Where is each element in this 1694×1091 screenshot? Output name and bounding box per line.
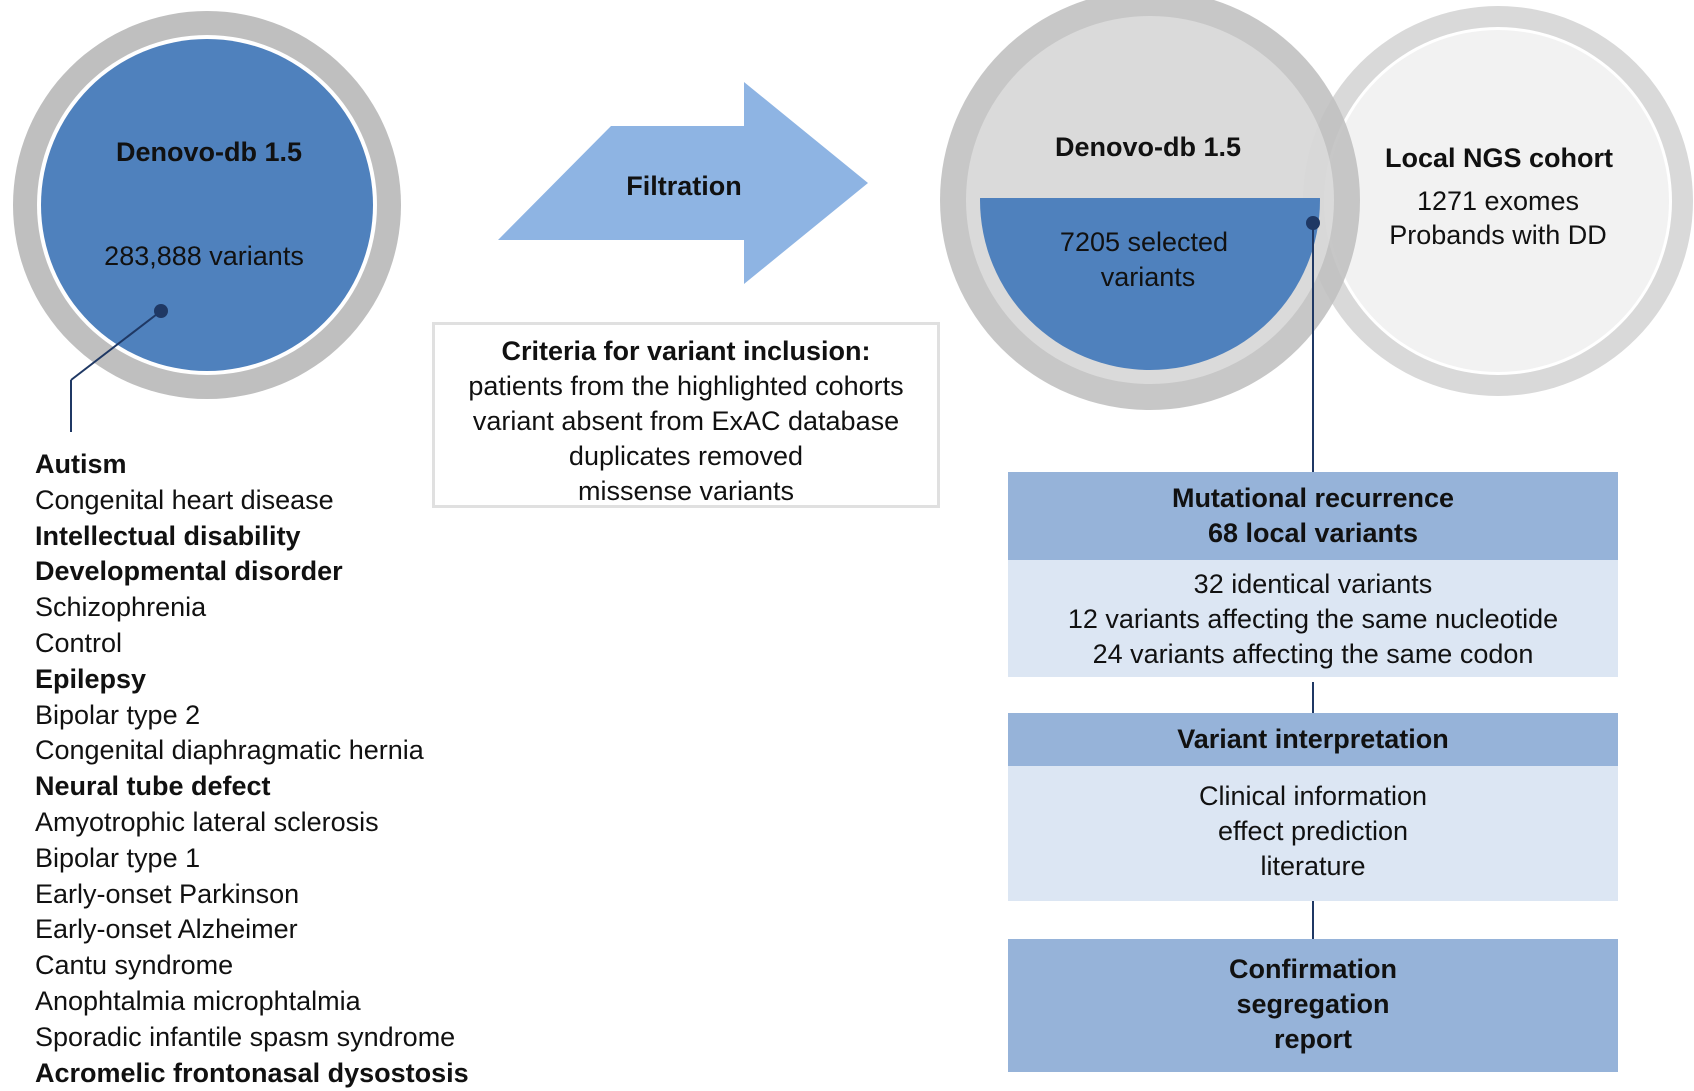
recurrence-item: 12 variants affecting the same nucleotid… bbox=[1067, 604, 1559, 634]
cohort-item: Early-onset Alzheimer bbox=[35, 914, 298, 945]
confirmation-box: Confirmation segregation report bbox=[1008, 939, 1618, 1072]
cohort-item: Early-onset Parkinson bbox=[35, 878, 300, 909]
criteria-title: Criteria for variant inclusion: bbox=[501, 336, 871, 366]
confirmation-line: Confirmation bbox=[1229, 954, 1397, 984]
cohort-item: Bipolar type 1 bbox=[35, 842, 201, 873]
selected-variants-line2: variants bbox=[1100, 262, 1196, 292]
interpretation-item: literature bbox=[1260, 851, 1366, 881]
cohort-item: Developmental disorder bbox=[35, 556, 343, 587]
cohort-item: Anophtalmia microphtalmia bbox=[35, 985, 361, 1016]
interpretation-header: Variant interpretation bbox=[1008, 713, 1618, 766]
recurrence-count: 68 local variants bbox=[1207, 518, 1419, 548]
cohort-item: Bipolar type 2 bbox=[35, 699, 201, 730]
cohort-item: Schizophrenia bbox=[35, 592, 207, 623]
filtration-label: Filtration bbox=[626, 171, 742, 201]
interpretation-item: Clinical information bbox=[1198, 781, 1428, 811]
filtered-db-title: Denovo-db 1.5 bbox=[1054, 132, 1242, 162]
cohort-item: Congenital diaphragmatic hernia bbox=[35, 735, 424, 766]
confirmation-line: segregation bbox=[1236, 989, 1390, 1019]
criterion-item: missense variants bbox=[577, 476, 795, 506]
criteria-box: Criteria for variant inclusion: patients… bbox=[432, 322, 940, 508]
cohort-item: Acromelic frontonasal dysostosis bbox=[35, 1057, 469, 1088]
selected-variants-line1: 7205 selected bbox=[1059, 227, 1229, 257]
cohort-item: Sporadic infantile spasm syndrome bbox=[35, 1021, 456, 1052]
local-cohort-probands: Probands with DD bbox=[1389, 220, 1607, 250]
cohort-item: Neural tube defect bbox=[35, 771, 271, 802]
interpretation-body: Clinical information effect prediction l… bbox=[1008, 766, 1618, 901]
recurrence-body: 32 identical variants 12 variants affect… bbox=[1008, 560, 1618, 677]
cohort-item: Congenital heart disease bbox=[35, 484, 334, 515]
cohort-item: Control bbox=[35, 627, 123, 658]
local-cohort-exomes: 1271 exomes bbox=[1416, 186, 1580, 216]
recurrence-item: 24 variants affecting the same codon bbox=[1092, 639, 1534, 669]
source-db-circle bbox=[41, 39, 373, 371]
recurrence-header: Mutational recurrence 68 local variants bbox=[1008, 472, 1618, 560]
criterion-item: duplicates removed bbox=[568, 441, 804, 471]
cohort-item: Amyotrophic lateral sclerosis bbox=[35, 806, 379, 837]
criterion-item: patients from the highlighted cohorts bbox=[468, 371, 904, 401]
intersection-dot bbox=[1306, 216, 1320, 230]
local-cohort-circle bbox=[1327, 30, 1669, 372]
source-db-title: Denovo-db 1.5 bbox=[115, 137, 303, 167]
interpretation-title: Variant interpretation bbox=[1177, 724, 1449, 754]
interpretation-item: effect prediction bbox=[1217, 816, 1409, 846]
cohort-item: Autism bbox=[35, 449, 127, 479]
cohort-connector-dot bbox=[154, 304, 168, 318]
cohort-connector-line bbox=[70, 310, 162, 381]
source-db-count: 283,888 variants bbox=[104, 241, 304, 271]
recurrence-title: Mutational recurrence bbox=[1171, 483, 1455, 513]
cohort-item: Intellectual disability bbox=[35, 520, 301, 551]
filtration-arrow bbox=[498, 82, 868, 284]
criterion-item: variant absent from ExAC database bbox=[472, 406, 900, 436]
confirmation-line: report bbox=[1273, 1024, 1352, 1054]
local-cohort-title: Local NGS cohort bbox=[1384, 143, 1614, 173]
cohort-item: Epilepsy bbox=[35, 663, 147, 694]
recurrence-item: 32 identical variants bbox=[1193, 569, 1433, 599]
cohort-item: Cantu syndrome bbox=[35, 950, 234, 981]
